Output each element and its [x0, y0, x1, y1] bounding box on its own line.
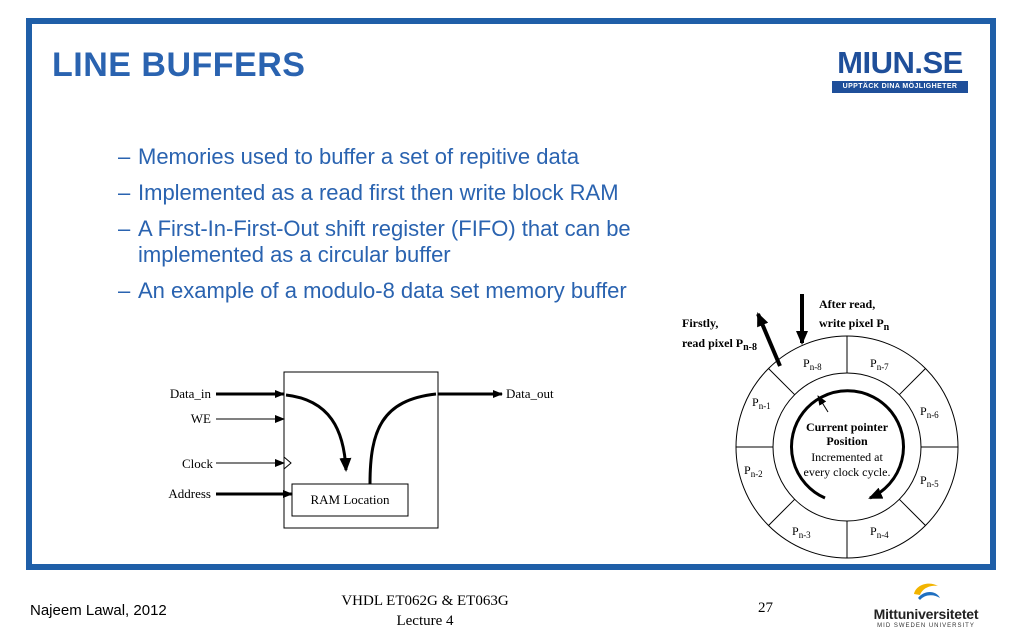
ring-divider	[768, 498, 796, 526]
clock-label: Clock	[182, 456, 214, 471]
ring-divider	[898, 498, 926, 526]
segment-label: Pn-2	[744, 463, 763, 479]
ring-divider	[768, 368, 796, 396]
segment-label: Pn-4	[870, 524, 889, 540]
we-label: WE	[191, 411, 211, 426]
segment-label: Pn-6	[920, 404, 939, 420]
center-title-2: Position	[826, 434, 868, 448]
university-name: Mittuniversitetet	[873, 606, 979, 622]
miun-logo: MIUN.SE UPPTÄCK DINA MÖJLIGHETER	[832, 46, 968, 98]
firstly-label: Firstly,	[682, 316, 718, 330]
data-out-label: Data_out	[506, 386, 554, 401]
page-number: 27	[758, 600, 773, 616]
center-title: Current pointer	[806, 420, 889, 434]
bullet-list: Memories used to buffer a set of repitiv…	[118, 144, 738, 314]
data-in-label: Data_in	[170, 386, 212, 401]
circular-buffer: Pn-8 Pn-7 Pn-6 Pn-5 Pn-4 Pn-3 Pn-2 Pn-1 …	[682, 294, 959, 559]
footer-author: Najeem Lawal, 2012	[30, 602, 167, 619]
read-pixel-label: read pixel Pn-8	[682, 336, 757, 353]
footer-lecture: Lecture 4	[396, 613, 454, 629]
ring-divider	[898, 368, 926, 396]
after-read-label: After read,	[819, 297, 875, 311]
slide-title: LINE BUFFERS	[52, 46, 306, 84]
miun-logo-main: MIUN.SE	[837, 45, 963, 80]
mittuniversitetet-logo: Mittuniversitetet MID SWEDEN UNIVERSITY	[862, 580, 990, 632]
read-out-arrow	[756, 312, 782, 367]
bullet-item: A First-In-First-Out shift register (FIF…	[118, 216, 738, 268]
logo-swoosh-yellow	[914, 583, 938, 595]
bullet-item: Memories used to buffer a set of repitiv…	[118, 144, 738, 170]
ram-location-label: RAM Location	[310, 492, 390, 507]
clock-triangle	[283, 456, 292, 470]
center-desc: Incremented at	[811, 450, 883, 464]
logo-swoosh-blue	[918, 592, 940, 600]
segment-label: Pn-7	[870, 356, 889, 372]
pointer-rotation-arc	[790, 389, 905, 500]
segment-label: Pn-1	[752, 395, 771, 411]
write-pixel-label: write pixel Pn	[819, 316, 890, 333]
ram-location-box	[291, 483, 409, 517]
bullet-item: An example of a modulo-8 data set memory…	[118, 278, 738, 304]
write-curve-arrow	[285, 393, 352, 472]
segment-label: Pn-5	[920, 473, 939, 489]
center-desc-2: every clock cycle.	[804, 465, 891, 479]
footer-course: VHDL ET062G & ET063G Lecture 4	[320, 591, 530, 631]
pointer-arrow	[817, 395, 829, 413]
bullet-item: Implemented as a read first then write b…	[118, 180, 738, 206]
footer-course-name: VHDL ET062G & ET063G	[341, 593, 509, 609]
address-label: Address	[168, 486, 211, 501]
mittuniversitetet-logo-icon	[914, 583, 940, 600]
ring-dividers	[736, 336, 958, 558]
segment-label: Pn-3	[792, 524, 811, 540]
university-subtitle: MID SWEDEN UNIVERSITY	[877, 623, 975, 629]
miun-logo-tagline: UPPTÄCK DINA MÖJLIGHETER	[832, 81, 968, 93]
read-curve	[368, 392, 437, 485]
segment-label: Pn-8	[803, 356, 822, 372]
ram-block-diagram: RAM Location Data_in WE Clock Address Da…	[168, 371, 554, 529]
